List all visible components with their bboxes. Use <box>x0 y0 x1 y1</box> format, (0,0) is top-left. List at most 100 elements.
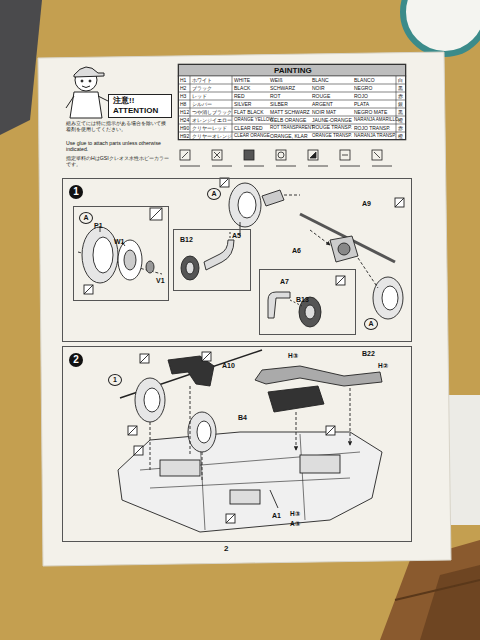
step2-drawing-part <box>150 422 151 470</box>
table-cell: クリヤーオレンジ <box>192 132 232 140</box>
table-cell: H2 <box>180 84 186 92</box>
table-cell: つや消しブラック <box>192 108 232 116</box>
step1-drawing-part <box>336 276 345 285</box>
part-label: A <box>79 212 93 224</box>
table-cell: ROJO TRANSP. <box>354 124 390 132</box>
step2-drawing-part <box>350 388 351 445</box>
step2-drawing-part <box>134 446 143 455</box>
painting-table-part <box>178 92 406 93</box>
table-cell: BLANC <box>312 76 329 84</box>
painting-table-part <box>178 84 406 85</box>
table-cell: H1 <box>180 76 186 84</box>
step1-drawing-part <box>220 178 229 187</box>
step1-drawing-part <box>338 243 350 255</box>
step2-drawing-part <box>326 426 335 435</box>
table-cell: GELB ORANGE <box>270 116 306 124</box>
step1-drawing-part <box>124 250 136 270</box>
table-cell: クリヤーレッド <box>192 124 227 132</box>
painting-table-part <box>178 64 406 76</box>
table-cell: H24 <box>180 116 189 124</box>
attention-box: 注意!!ATTENTION <box>108 94 172 118</box>
table-cell: ROJO <box>354 92 368 100</box>
table-cell: H8 <box>180 100 186 108</box>
symbol-row-part <box>244 166 264 167</box>
cartoon-figure-part <box>74 67 104 77</box>
step1-drawing-part <box>330 236 358 262</box>
table-cell: レッド <box>192 92 207 100</box>
symbol-row-part <box>212 166 232 167</box>
step2-drawing-part <box>128 426 137 435</box>
table-cell: 黒 <box>398 108 403 116</box>
table-cell: ホワイト <box>192 76 212 84</box>
cartoon-figure <box>66 67 110 118</box>
step2-drawing-part <box>140 354 149 363</box>
table-cell: シルバー <box>192 100 212 108</box>
table-cell: 橙 <box>398 132 403 140</box>
attention-heading: ATTENTION <box>113 107 158 116</box>
table-cell: NOIR MAT <box>312 108 336 116</box>
symbol-row-part <box>308 150 318 160</box>
step1-drawing-part <box>204 240 234 270</box>
symbol-row-part <box>372 166 392 167</box>
paper-sheet-part <box>38 52 451 566</box>
step-panel: A <box>73 206 169 301</box>
table-cell: H12 <box>180 108 189 116</box>
step1-drawing-part <box>268 292 290 318</box>
symbol-row-part <box>276 166 296 167</box>
table-cell: ARGENT <box>312 100 333 108</box>
step1-drawing-part <box>150 208 162 220</box>
table-cell: ORANGE, KLAR <box>270 132 308 140</box>
symbol-row-part <box>372 150 382 160</box>
step1-drawing-part <box>310 230 330 245</box>
table-cell: NOIR <box>312 84 325 92</box>
painting-table-part <box>178 132 406 133</box>
part-label: A5 <box>232 232 241 240</box>
step2-drawing-part <box>300 455 340 473</box>
part-label: H③ <box>288 352 298 359</box>
step2-drawing-part <box>190 386 191 455</box>
step2-drawing <box>118 350 382 532</box>
step1-drawing-part <box>146 261 154 273</box>
painting-table <box>178 64 406 140</box>
attention-heading: 注意!! <box>113 97 134 106</box>
symbol-row-part <box>276 150 286 160</box>
step1-drawing-part <box>118 240 142 280</box>
part-label: A③ <box>290 520 300 527</box>
step1-drawing-part <box>262 190 284 206</box>
table-cell: 銀 <box>398 100 403 108</box>
step2-drawing-part <box>160 460 200 476</box>
step2-drawing-part <box>230 490 260 504</box>
step1-drawing-part <box>230 230 231 238</box>
step2-drawing-part <box>226 514 235 523</box>
painting-table-part <box>178 76 406 140</box>
table-cell: RED <box>234 92 245 100</box>
callout-number: A <box>207 188 221 200</box>
table-cell: ROUGE TRANSP. <box>312 124 352 132</box>
note-text: 組み立てには特に指示がある場合を除いて接着剤を使用してください。 <box>66 121 170 133</box>
step2-drawing-part <box>268 386 324 412</box>
step2-drawing-part <box>135 378 165 422</box>
symbol-row-part <box>340 150 350 160</box>
table-cell: JAUNE-ORANGE <box>312 116 352 124</box>
step1-drawing-part <box>82 227 118 283</box>
step-number: 1 <box>69 185 83 199</box>
painting-table-part <box>396 76 397 140</box>
step1-drawing-part <box>373 277 403 319</box>
table-cell: PLATA <box>354 100 369 108</box>
part-label: W1 <box>114 238 125 246</box>
step-panel: 1AB12A7B13 <box>62 178 412 342</box>
symbol-row-part <box>244 150 254 160</box>
step1-drawing-part <box>284 195 300 196</box>
step2-drawing-part <box>296 412 297 450</box>
painting-table-part <box>178 124 406 125</box>
surroundings-part <box>420 565 480 640</box>
surroundings-part <box>403 0 480 54</box>
symbol-row-part <box>214 152 220 158</box>
table-cell: ブラック <box>192 84 212 92</box>
table-cell: ORANGE YELLOW <box>234 116 273 124</box>
step1-drawing-part <box>382 286 398 310</box>
step1-drawing-part <box>181 256 199 280</box>
table-cell: NARANJA AMARILLO <box>354 116 399 124</box>
